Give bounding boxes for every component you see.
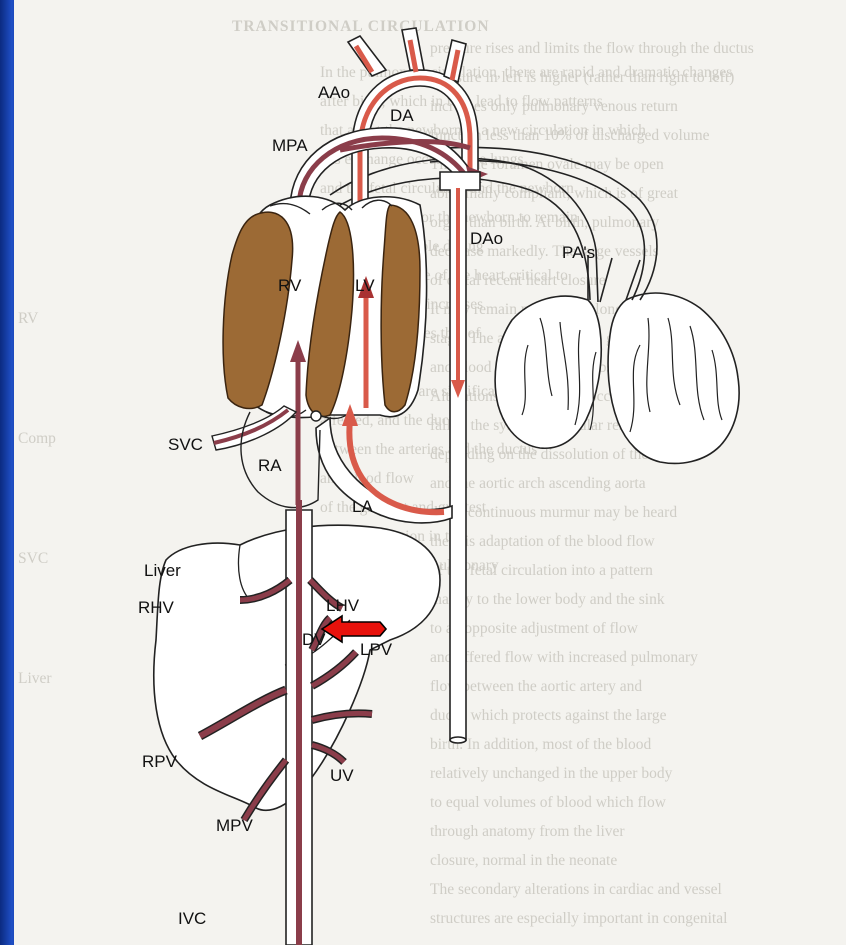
brachiocephalic-trunk <box>348 36 386 76</box>
label-rpv: RPV <box>142 752 178 771</box>
heart <box>223 196 427 421</box>
label-ivc: IVC <box>178 909 206 928</box>
ivc <box>286 500 312 945</box>
label-rv: RV <box>278 276 302 295</box>
label-pas: PA's <box>562 243 595 262</box>
label-aao: AAo <box>318 83 350 102</box>
label-lpv: LPV <box>360 640 393 659</box>
label-lhv: LHV <box>326 596 360 615</box>
label-la: LA <box>352 497 373 516</box>
label-dv: DV <box>302 630 326 649</box>
label-uv: UV <box>330 766 354 785</box>
label-liver: Liver <box>144 561 181 580</box>
label-mpa: MPA <box>272 136 308 155</box>
label-svc: SVC <box>168 435 203 454</box>
fetal-circulation-diagram: AAo DA MPA RV LV DAo PA's SVC RA LA Live… <box>14 0 846 945</box>
label-lv: LV <box>355 276 375 295</box>
label-dao: DAo <box>470 229 503 248</box>
svc <box>212 406 296 450</box>
left-atrium <box>316 404 452 523</box>
foramen-ovale <box>311 411 321 421</box>
label-da: DA <box>390 106 414 125</box>
slide: TRANSITIONAL CIRCULATION pressure rises … <box>14 0 846 945</box>
label-mpv: MPV <box>216 816 254 835</box>
label-ra: RA <box>258 456 282 475</box>
label-rhv: RHV <box>138 598 175 617</box>
lungs <box>495 293 739 463</box>
